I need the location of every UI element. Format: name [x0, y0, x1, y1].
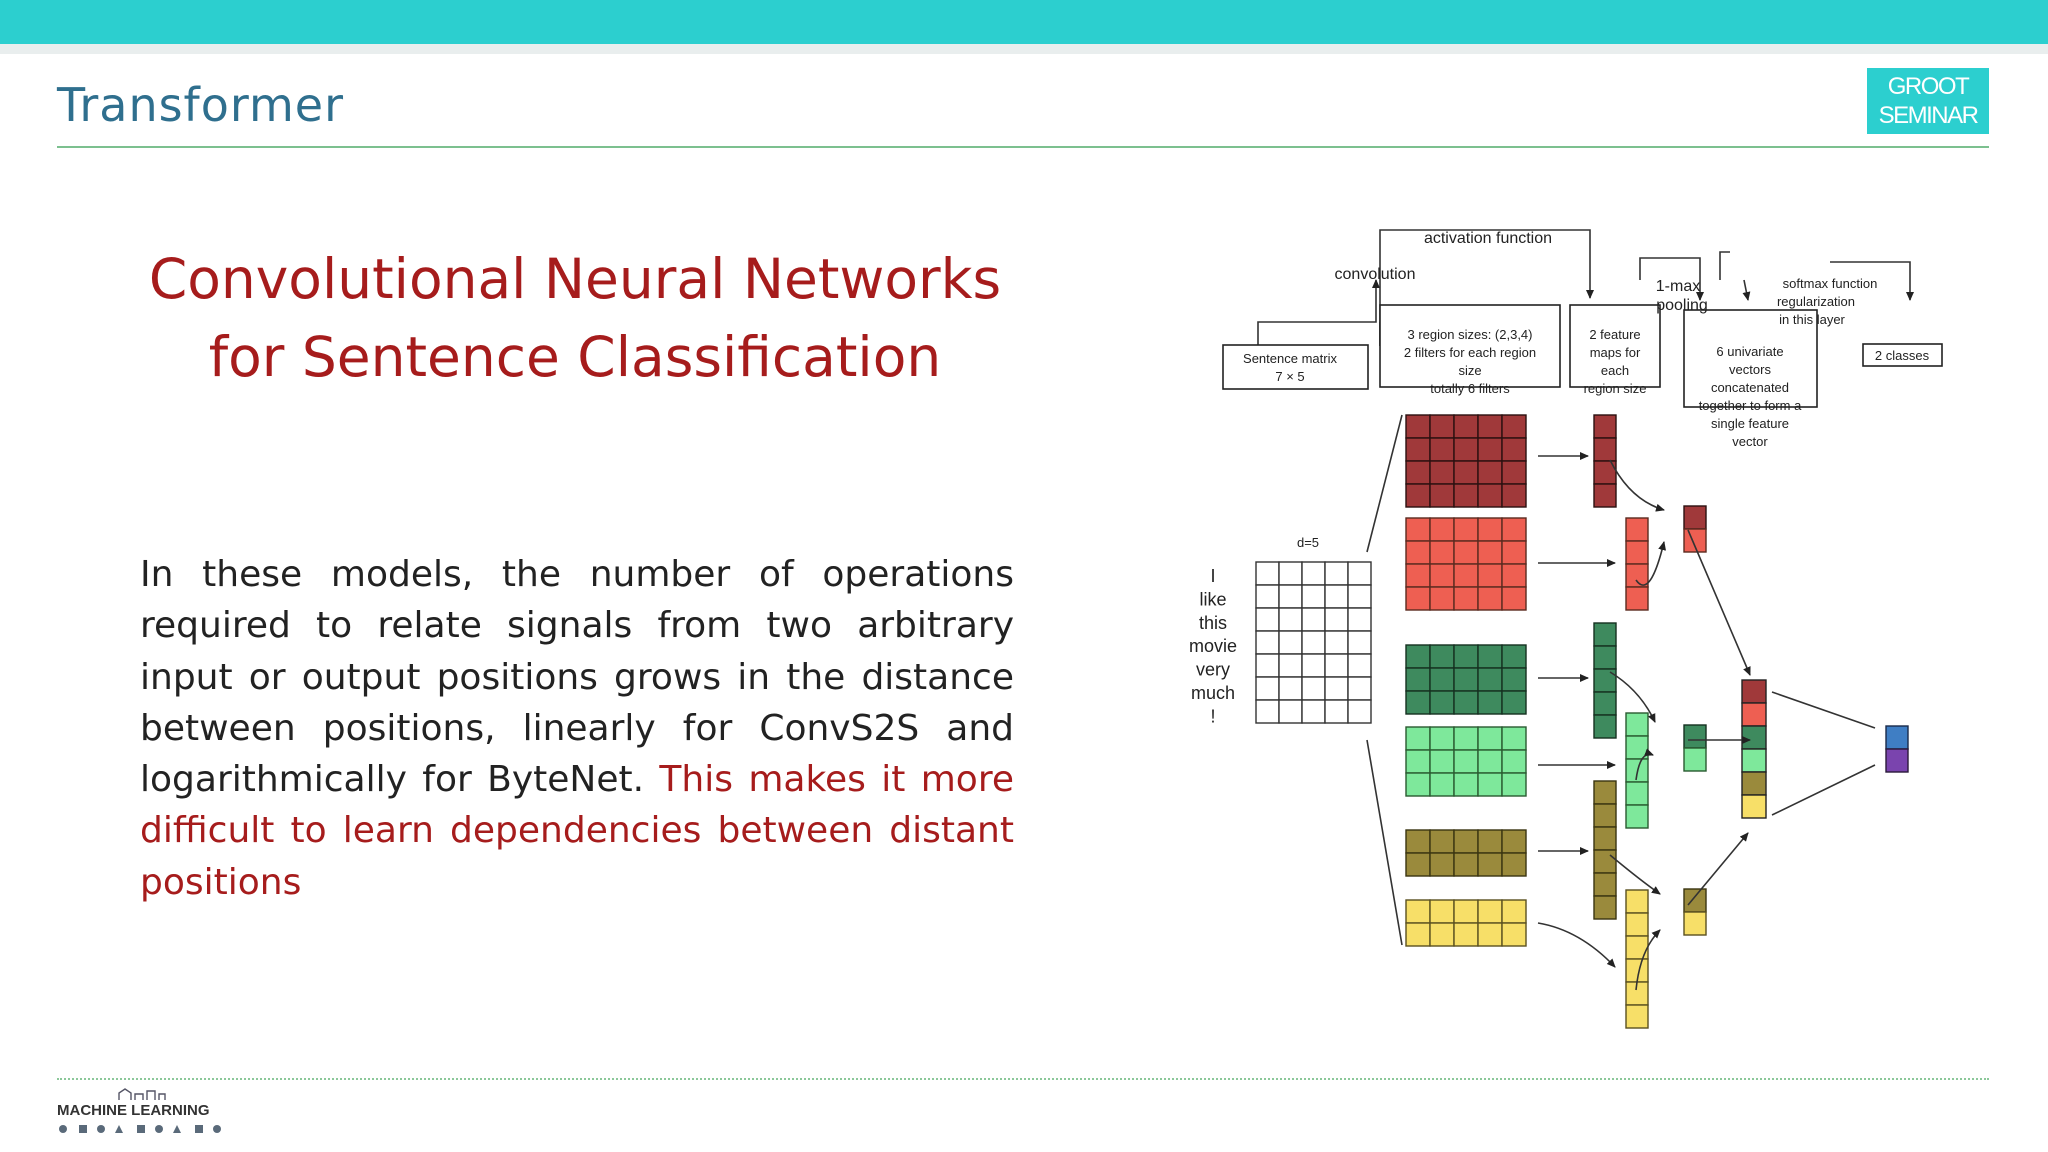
univariate-label-1: 6 univariate: [1716, 344, 1783, 359]
region-sizes-label-1: 3 region sizes: (2,3,4): [1407, 327, 1532, 342]
top-accent-bar: [0, 0, 2048, 44]
feature-map-2b: [1625, 889, 1649, 1029]
connector-lines: [1257, 229, 1914, 991]
pooled-olive-top: [1683, 888, 1707, 913]
output-class-2: [1885, 748, 1909, 773]
softmax-label-2: regularization: [1777, 294, 1855, 309]
region-sizes-label-4: totally 6 filters: [1430, 381, 1510, 396]
footer-divider: [57, 1078, 1989, 1080]
softmax-label-3: in this layer: [1779, 312, 1845, 327]
body-highlight: This makes it more difficult to learn de…: [140, 759, 1014, 903]
feature-map-4a: [1593, 414, 1617, 508]
sentence-word: this: [1199, 613, 1227, 633]
sentence-word: !: [1210, 706, 1215, 726]
pooled-olive-bottom: [1683, 911, 1707, 936]
filter-2a: [1405, 829, 1527, 877]
feature-map-4b: [1625, 517, 1649, 611]
filter-3b: [1405, 726, 1527, 797]
top-accent-shadow: [0, 44, 2048, 54]
concat-cell-5: [1741, 794, 1767, 819]
filter-grids: [1255, 414, 1909, 1029]
filter-4a: [1405, 414, 1527, 508]
sentence-word: very: [1196, 660, 1230, 680]
softmax-label-1: softmax function: [1783, 276, 1878, 291]
d-label: d=5: [1297, 535, 1319, 550]
feature-map-3a: [1593, 622, 1617, 739]
body-text: In these models, the number of operation…: [140, 554, 1014, 801]
logo-text: MACHINE LEARNING: [57, 1102, 210, 1119]
pooling-label-1: 1-max: [1656, 278, 1700, 295]
classes-label: 2 classes: [1875, 348, 1930, 363]
pooled-green-top: [1683, 724, 1707, 749]
output-class-1: [1885, 725, 1909, 750]
title-divider: [57, 146, 1989, 148]
sentence-word: I: [1210, 566, 1215, 586]
badge-line-1: GROOT: [1887, 73, 1970, 100]
concat-cell-3: [1741, 748, 1767, 773]
heading-line-1: Convolutional Neural Networks: [148, 247, 1002, 311]
convolution-label: convolution: [1335, 266, 1416, 283]
house-icon: [118, 1088, 166, 1100]
region-sizes-label-3: size: [1458, 363, 1481, 378]
pooled-red-bottom: [1683, 528, 1707, 553]
pooled-green-bottom: [1683, 747, 1707, 772]
region-sizes-label-2: 2 filters for each region: [1404, 345, 1536, 360]
sentence-word: like: [1199, 589, 1226, 609]
machine-learning-logo: MACHINE LEARNING: [57, 1088, 237, 1148]
feature-maps-label-2: maps for: [1590, 345, 1641, 360]
activation-function-label: activation function: [1424, 230, 1552, 247]
concat-cell-0: [1741, 679, 1767, 704]
concat-cell-2: [1741, 725, 1767, 750]
feature-maps-label-3: each: [1601, 363, 1629, 378]
sentence-word: much: [1191, 683, 1235, 703]
filter-3a: [1405, 644, 1527, 715]
cnn-architecture-diagram: activation function convolution 1-max po…: [1189, 229, 1943, 1029]
slide-title: Transformer: [57, 78, 345, 132]
sentence-matrix: [1255, 561, 1372, 724]
univariate-label-4: together to form a: [1699, 398, 1802, 413]
feature-maps-label-4: region size: [1584, 381, 1647, 396]
sentence-matrix-label-2: 7 × 5: [1275, 369, 1304, 384]
univariate-label-3: concatenated: [1711, 380, 1789, 395]
heading-line-2: for Sentence Classification: [208, 325, 942, 389]
filter-4b: [1405, 517, 1527, 611]
body-paragraph: In these models, the number of operation…: [140, 549, 1014, 908]
diagram-boxes: [1222, 304, 1943, 408]
concat-cell-4: [1741, 771, 1767, 796]
pooling-label-2: pooling: [1656, 297, 1708, 314]
feature-map-3b: [1625, 712, 1649, 829]
sentence-word: movie: [1189, 636, 1237, 656]
feature-maps-label-1: 2 feature: [1589, 327, 1640, 342]
logo-icon-row: [59, 1125, 221, 1133]
concat-cell-1: [1741, 702, 1767, 727]
univariate-label-5: single feature: [1711, 416, 1789, 431]
univariate-label-6: vector: [1732, 434, 1768, 449]
univariate-label-2: vectors: [1729, 362, 1771, 377]
filter-2b: [1405, 899, 1527, 947]
pooled-red-top: [1683, 505, 1707, 530]
sentence-matrix-label-1: Sentence matrix: [1243, 351, 1337, 366]
feature-map-2a: [1593, 780, 1617, 920]
groot-seminar-badge: GROOT SEMINAR: [1867, 68, 1989, 134]
section-heading: Convolutional Neural Networks for Senten…: [100, 240, 1050, 396]
badge-line-2: SEMINAR: [1878, 102, 1979, 129]
